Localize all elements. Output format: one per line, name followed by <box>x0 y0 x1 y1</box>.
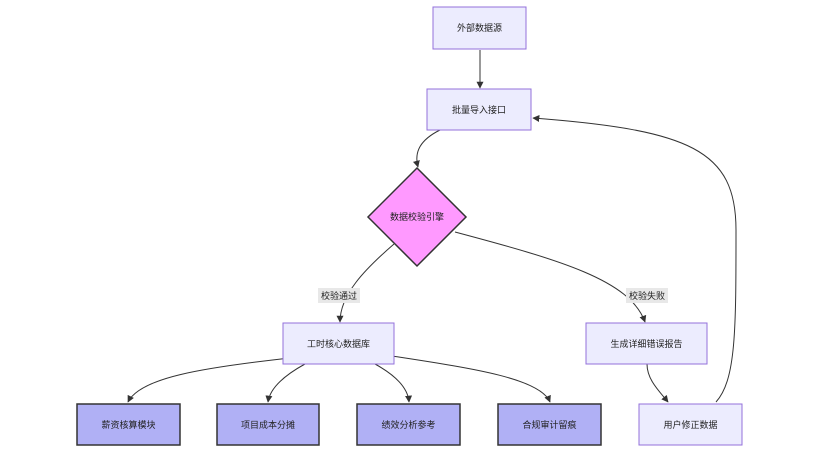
node-compliance-audit[interactable]: 合规审计留痕 <box>497 403 602 446</box>
edge-userfix-to-import <box>532 114 737 403</box>
node-user-fix[interactable]: 用户修正数据 <box>638 403 743 446</box>
node-validation-engine[interactable]: 数据校验引擎 <box>366 166 468 268</box>
edge-coredb-to-salary <box>127 357 291 403</box>
edge-import-to-engine <box>412 129 441 168</box>
node-core-db[interactable]: 工时核心数据库 <box>282 322 395 365</box>
node-error-report[interactable]: 生成详细错误报告 <box>585 322 708 365</box>
edge-label-fail: 校验失败 <box>626 288 668 303</box>
edge-coredb-to-performance <box>374 363 413 403</box>
edge-label-pass-text: 校验通过 <box>321 290 357 302</box>
node-external-source[interactable]: 外部数据源 <box>432 6 527 50</box>
node-batch-import[interactable]: 批量导入接口 <box>426 88 532 131</box>
edge-label-pass: 校验通过 <box>318 288 360 303</box>
edge-label-fail-text: 校验失败 <box>629 290 665 302</box>
node-compliance-audit-label: 合规审计留痕 <box>522 419 576 431</box>
node-performance[interactable]: 绩效分析参考 <box>356 403 461 446</box>
edge-report-to-userfix <box>646 363 669 403</box>
node-performance-label: 绩效分析参考 <box>381 419 435 431</box>
node-salary-module-label: 薪资核算模块 <box>101 419 155 431</box>
edge-coredb-to-compliance <box>391 355 551 403</box>
node-error-report-label: 生成详细错误报告 <box>610 338 682 350</box>
node-salary-module[interactable]: 薪资核算模块 <box>76 403 181 446</box>
edge-coredb-to-project <box>265 363 306 403</box>
node-project-cost[interactable]: 项目成本分摊 <box>216 403 320 446</box>
node-project-cost-label: 项目成本分摊 <box>241 419 295 431</box>
edge-engine-to-coredb <box>336 243 395 323</box>
node-batch-import-label: 批量导入接口 <box>452 104 506 116</box>
edge-engine-to-report <box>454 231 647 323</box>
node-validation-engine-label: 数据校验引擎 <box>390 211 444 223</box>
node-core-db-label: 工时核心数据库 <box>307 338 370 350</box>
node-external-source-label: 外部数据源 <box>457 22 502 34</box>
node-user-fix-label: 用户修正数据 <box>663 419 717 431</box>
